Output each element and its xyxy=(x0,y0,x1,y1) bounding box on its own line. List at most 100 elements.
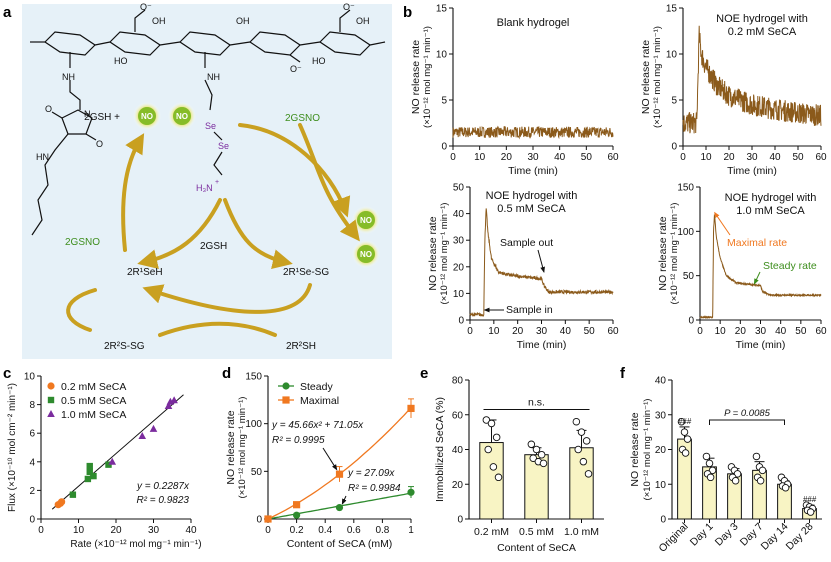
o-label: O xyxy=(96,139,103,149)
x-tick-label: 30 xyxy=(755,326,767,337)
annotation-sample-out: Sample out xyxy=(500,237,553,249)
y-tick-label: 40 xyxy=(452,445,464,456)
data-point xyxy=(85,476,91,482)
x-tick-label: 60 xyxy=(815,152,827,163)
x-tick-label: 20 xyxy=(735,326,747,337)
legend-label: Steady xyxy=(300,381,333,393)
y-tick-label: 30 xyxy=(453,236,465,247)
o-minus-label: O⁻ xyxy=(140,2,152,12)
y-tick-label: 0 xyxy=(458,316,464,327)
chart-title: NOE hydrogel with xyxy=(725,192,817,204)
data-point xyxy=(759,467,766,474)
fit-equation: y = 0.2287x xyxy=(136,481,190,492)
chart-subtitle: 0.5 mM SeCA xyxy=(497,203,566,215)
y-axis-label: Flux (×10⁻¹⁰ mol cm⁻² min⁻¹) xyxy=(7,383,18,512)
y-tick-label: 20 xyxy=(452,480,464,491)
x-tick-label: 30 xyxy=(746,152,758,163)
selenium-label: Se xyxy=(205,121,216,131)
annotation-arrow xyxy=(715,213,730,235)
data-point xyxy=(684,436,691,443)
x-tick-label: 0 xyxy=(680,152,686,163)
data-point xyxy=(538,451,545,458)
y-tick-label: 0 xyxy=(671,142,677,153)
no-label: NO xyxy=(360,250,372,259)
significance-label: P = 0.0085 xyxy=(724,408,771,419)
chart-subtitle: 1.0 mM SeCA xyxy=(736,205,805,217)
r1sesg-label: 2R¹Se-SG xyxy=(283,267,329,278)
no-bubble: NO xyxy=(168,102,196,130)
x-tick-label: 20 xyxy=(723,152,735,163)
x-tick-label: 0.8 xyxy=(375,525,389,536)
y-tick-label: 40 xyxy=(655,376,667,387)
x-tick-label: 40 xyxy=(185,525,197,536)
y-tick-label: 150 xyxy=(245,372,262,383)
data-point xyxy=(90,473,96,479)
y-tick-label: 0 xyxy=(660,515,666,526)
ammonium-charge: + xyxy=(215,179,219,186)
y-axis-unit-label: (×10⁻¹² mol mg⁻¹ min⁻¹) xyxy=(237,397,248,499)
x-tick-label: 10 xyxy=(488,326,500,337)
y-tick-label: 150 xyxy=(677,183,694,194)
category-label: Day 1 xyxy=(688,521,716,549)
data-point xyxy=(703,453,710,460)
category-label: Original xyxy=(657,521,691,555)
y-tick-label: 20 xyxy=(453,262,465,273)
y-tick-label: 0 xyxy=(457,515,463,526)
r2-maximal: R² = 0.9995 xyxy=(272,435,325,446)
data-point xyxy=(585,471,592,478)
x-axis-label: Time (min) xyxy=(517,339,567,351)
fit-r2: R² = 0.9823 xyxy=(136,495,189,506)
data-point xyxy=(707,474,714,481)
chart-title: NOE hydrogel with xyxy=(486,190,578,202)
chart-title: NOE hydrogel with xyxy=(716,13,808,25)
significance-label: n.s. xyxy=(528,397,545,409)
x-tick-label: 40 xyxy=(554,152,566,163)
data-point xyxy=(757,477,764,484)
y-tick-label: 30 xyxy=(655,410,667,421)
gsno-left-label: 2GSNO xyxy=(65,237,100,248)
y-axis-label: NO release rate xyxy=(225,410,237,484)
y-axis-unit-label: (×10⁻¹² mol mg⁻¹ min⁻¹) xyxy=(669,203,680,305)
significance-mark: ### xyxy=(803,495,817,504)
data-point xyxy=(264,515,271,522)
data-point xyxy=(807,509,814,516)
data-point xyxy=(575,446,582,453)
x-tick-label: 60 xyxy=(815,326,827,337)
data-point xyxy=(540,460,547,467)
x-tick-label: 10 xyxy=(700,152,712,163)
y-tick-label: 0 xyxy=(688,316,694,327)
x-tick-label: 0.2 xyxy=(290,525,304,536)
oh-label: OH xyxy=(152,16,166,26)
hn-label: HN xyxy=(36,152,49,162)
o-minus-label: O⁻ xyxy=(343,2,355,12)
category-label: 0.2 mM xyxy=(474,526,509,538)
x-tick-label: 10 xyxy=(474,152,486,163)
y-tick-label: 40 xyxy=(453,209,465,220)
legend-marker xyxy=(282,396,289,403)
significance-bracket xyxy=(710,420,785,425)
y-axis-label: NO release rate xyxy=(427,216,439,290)
no-label: NO xyxy=(141,112,153,121)
x-tick-label: 0.4 xyxy=(318,525,332,536)
x-tick-label: 50 xyxy=(795,326,807,337)
x-tick-label: 20 xyxy=(512,326,524,337)
y-tick-label: 60 xyxy=(452,410,464,421)
data-point xyxy=(490,464,497,471)
no-bubble: NO xyxy=(133,102,161,130)
equation-arrow xyxy=(342,496,346,504)
data-point xyxy=(782,484,789,491)
panel-b-letter: b xyxy=(403,4,412,21)
data-point xyxy=(495,474,502,481)
x-tick-label: 40 xyxy=(769,152,781,163)
x-axis-label: Content of SeCA (mM) xyxy=(287,538,393,550)
data-point xyxy=(87,463,93,469)
category-label: Day 3 xyxy=(713,521,741,549)
x-tick-label: 40 xyxy=(560,326,572,337)
x-tick-label: 0.6 xyxy=(347,525,361,536)
